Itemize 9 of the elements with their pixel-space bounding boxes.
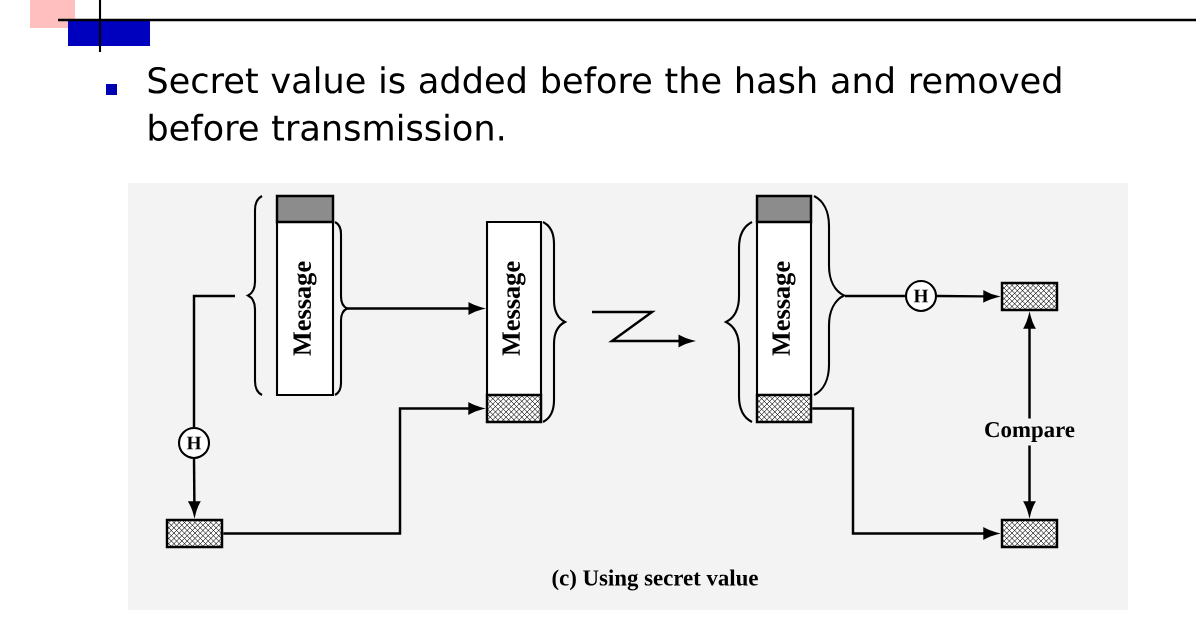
secret-value-block	[275, 194, 335, 224]
secret-value-block	[755, 194, 813, 224]
caption: (c) Using secret value	[552, 569, 758, 591]
edge-label: Compare	[980, 418, 1079, 446]
message-box: Message	[275, 220, 335, 397]
bullet-text: Secret value is added before the hash and removed before transmission.	[148, 66, 1061, 141]
transmission-arrow	[592, 310, 693, 347]
connector-line	[845, 294, 905, 298]
connector-line	[192, 294, 235, 427]
